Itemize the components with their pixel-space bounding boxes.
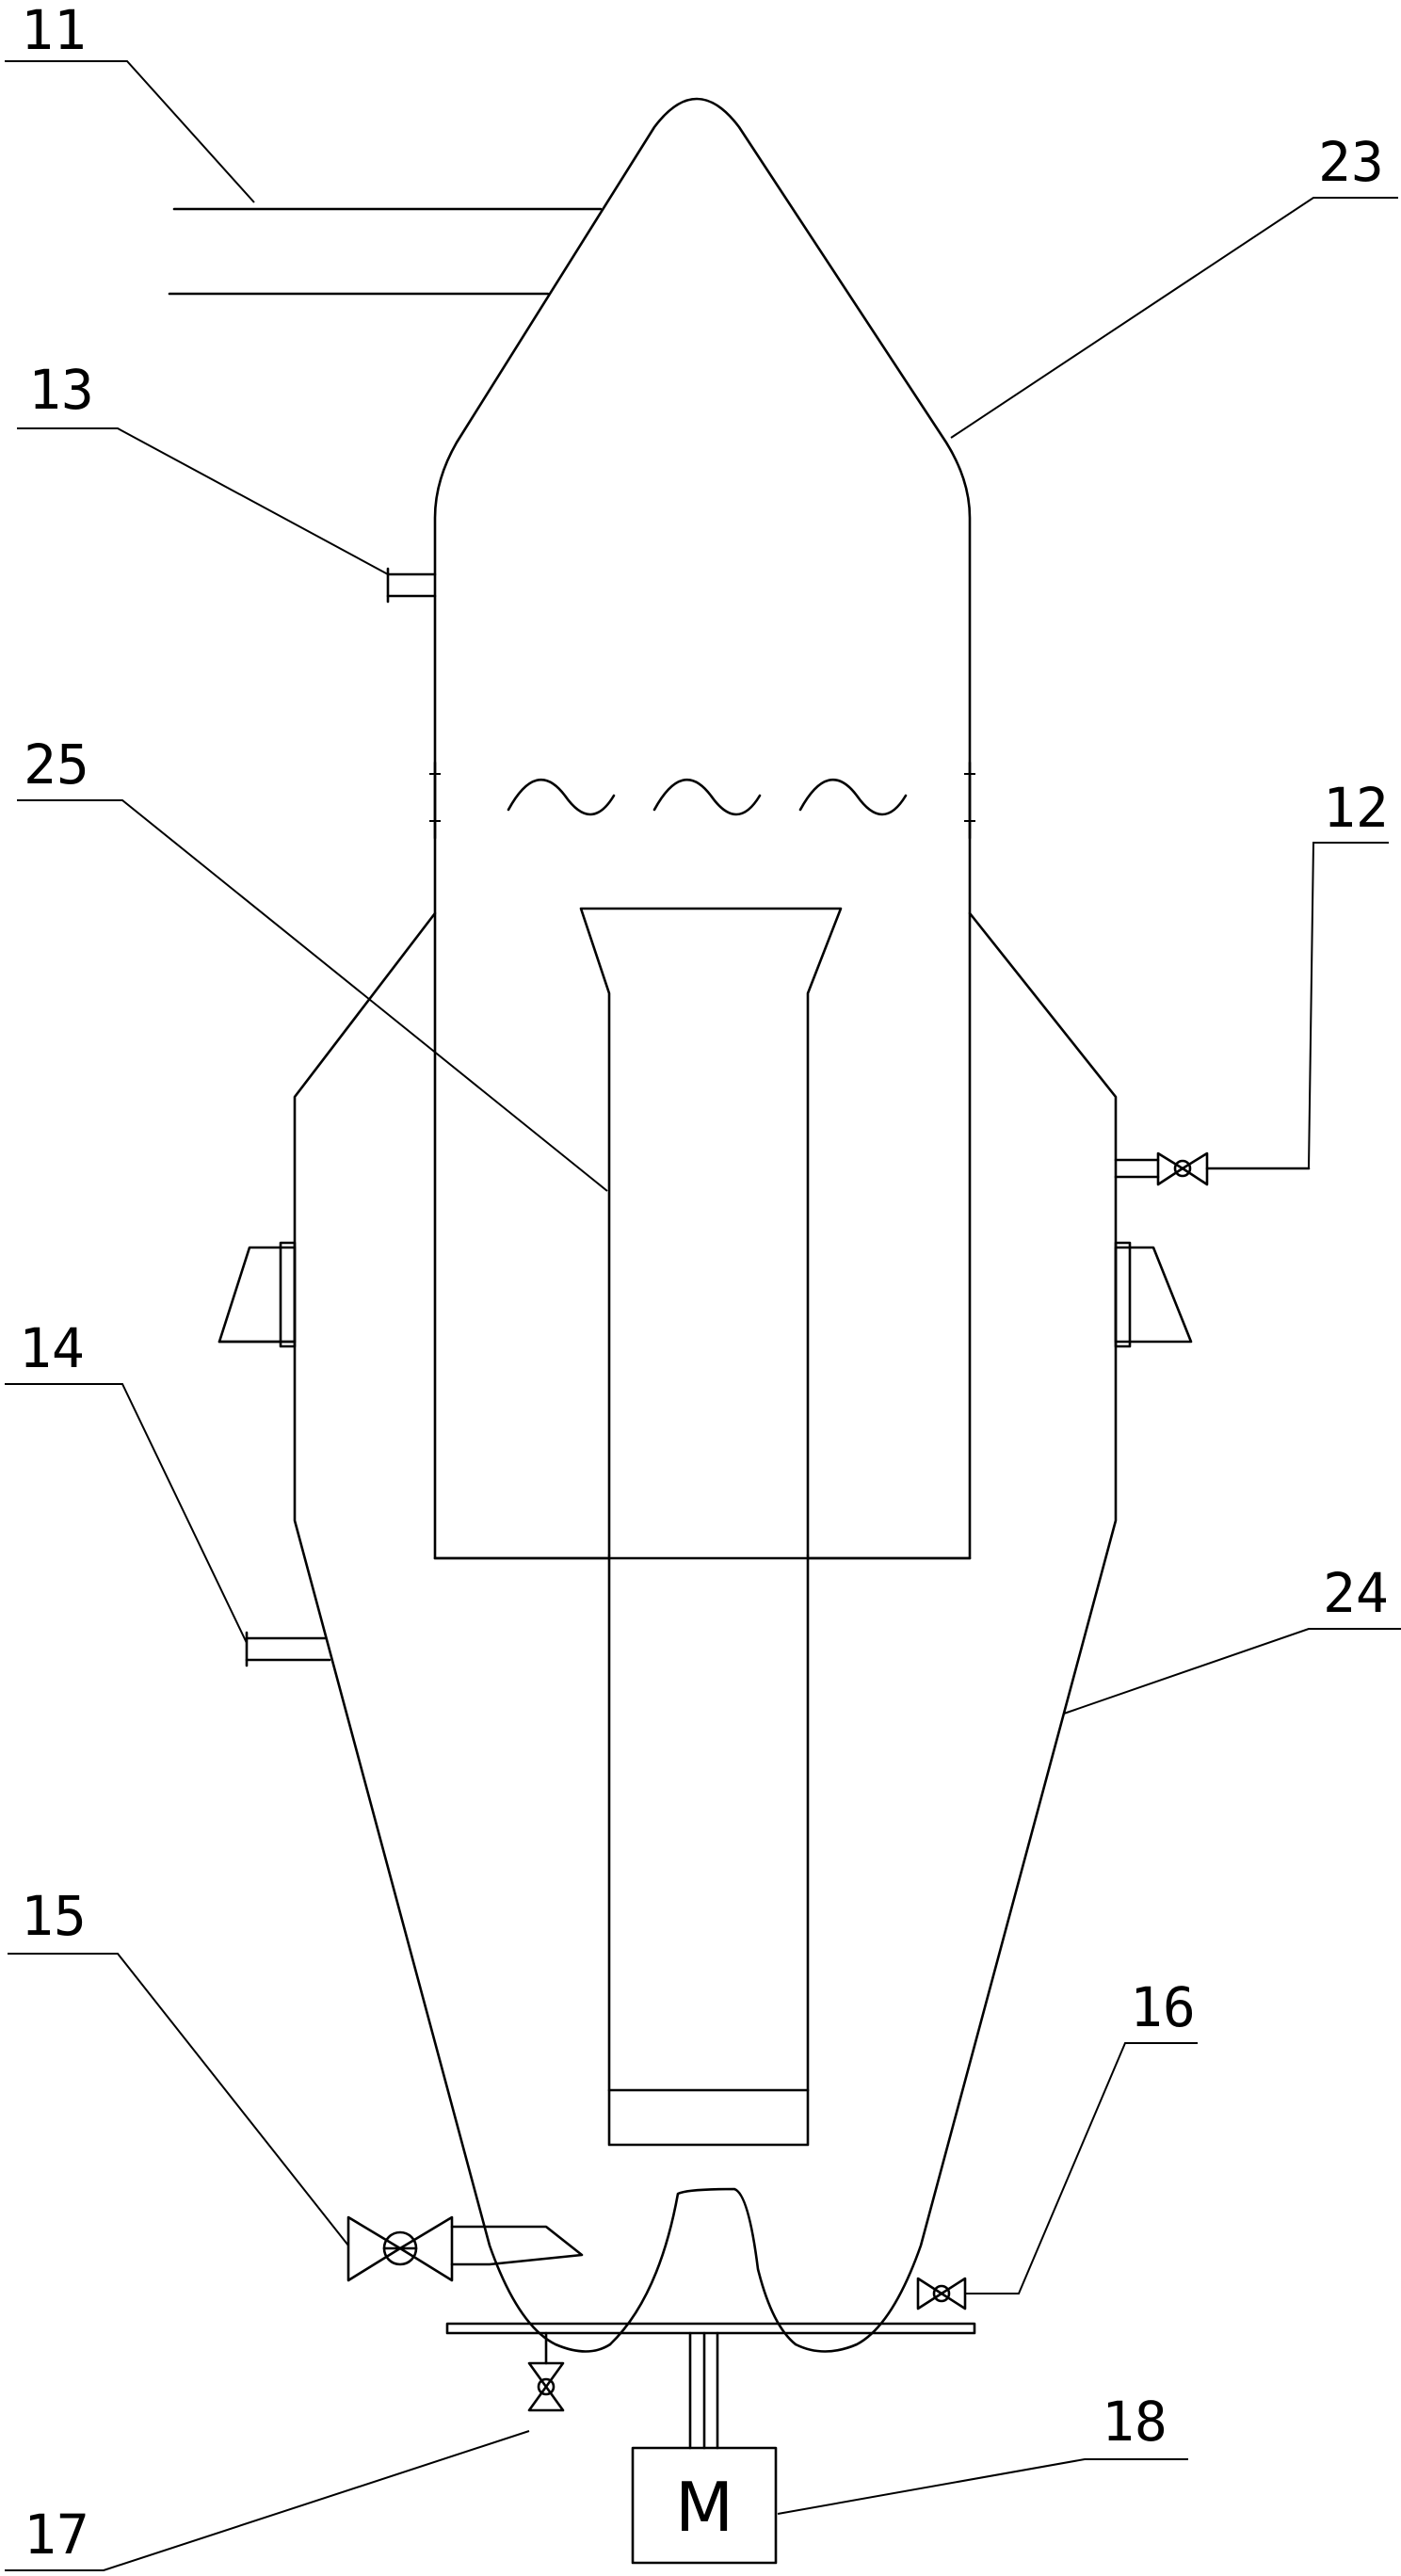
leader-lines [5, 60, 1401, 2571]
label-11: 11 [21, 0, 87, 62]
support-left [217, 1241, 297, 1348]
base-plate [445, 2322, 976, 2335]
nozzle-13 [386, 567, 437, 604]
liquid-level-wave-1 [507, 778, 616, 816]
valve-15 [346, 2215, 584, 2282]
nozzle-14 [245, 1631, 331, 1667]
label-14: 14 [19, 1316, 85, 1380]
draft-tube [579, 907, 843, 1557]
label-13: 13 [28, 358, 94, 422]
label-25: 25 [24, 733, 89, 797]
label-16: 16 [1130, 1975, 1196, 2039]
valve-17 [527, 2331, 565, 2412]
valve-12 [1114, 1151, 1311, 1186]
support-right [1114, 1241, 1193, 1348]
bottom-agitator [608, 2187, 797, 2346]
label-17: 17 [24, 2503, 89, 2567]
flange-left [429, 761, 441, 840]
lower-vessel-left-wall [293, 911, 612, 2353]
liquid-level-wave-2 [652, 778, 762, 816]
lower-vessel-right-wall [794, 911, 1118, 2353]
label-12: 12 [1323, 776, 1389, 840]
flange-right [964, 761, 975, 840]
label-18: 18 [1102, 2390, 1168, 2454]
draft-tube-bottom [607, 1554, 810, 2147]
label-15: 15 [21, 1884, 87, 1948]
label-23: 23 [1318, 130, 1384, 194]
valve-16 [916, 2277, 967, 2310]
liquid-level-wave-3 [798, 778, 908, 816]
upper-vessel-outline [433, 97, 972, 1560]
label-24: 24 [1323, 1561, 1389, 1625]
motor-18: M [631, 2446, 778, 2565]
motor-symbol: M [675, 2468, 733, 2547]
motor-shaft [688, 2331, 719, 2450]
